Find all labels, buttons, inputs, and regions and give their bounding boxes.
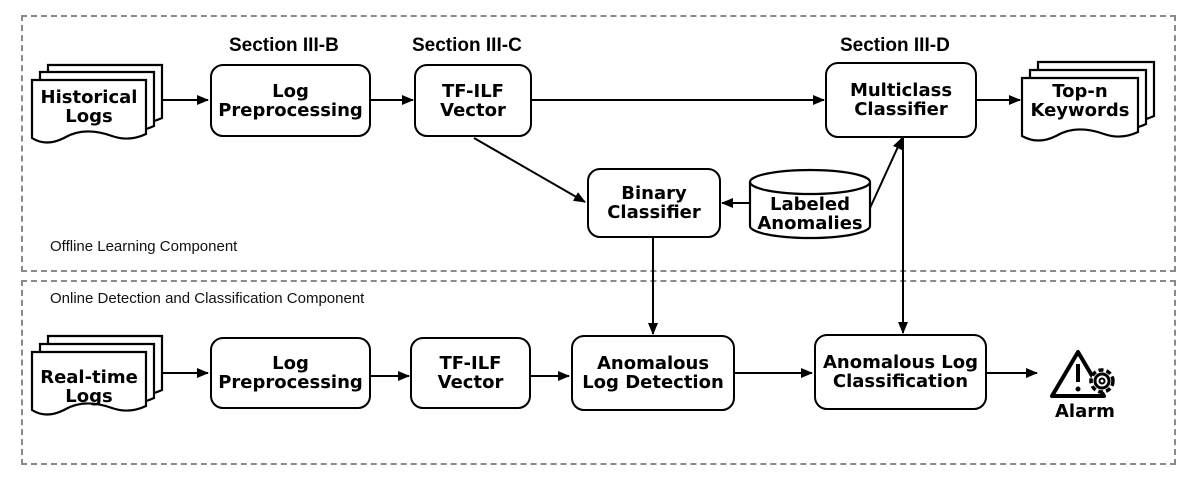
online-detection-zone — [21, 280, 1176, 465]
online-zone-label: Online Detection and Classification Comp… — [50, 290, 365, 307]
offline-learning-zone — [21, 15, 1176, 272]
arrow-anomalies-to-multiclass — [869, 137, 903, 209]
offline-zone-label: Offline Learning Component — [50, 238, 238, 255]
section-iii-c-label: Section III-C — [412, 35, 522, 56]
document-stack-icon — [30, 63, 164, 144]
arrow-tfilf-to-binary — [473, 137, 586, 203]
database-cylinder-icon — [748, 168, 872, 240]
document-stack-icon — [30, 334, 164, 416]
alarm-label: Alarm — [1055, 401, 1115, 422]
warning-gear-icon — [1050, 350, 1115, 398]
section-iii-b-label: Section III-B — [229, 35, 339, 56]
section-iii-d-label: Section III-D — [840, 35, 950, 56]
document-stack-icon — [1020, 60, 1156, 142]
